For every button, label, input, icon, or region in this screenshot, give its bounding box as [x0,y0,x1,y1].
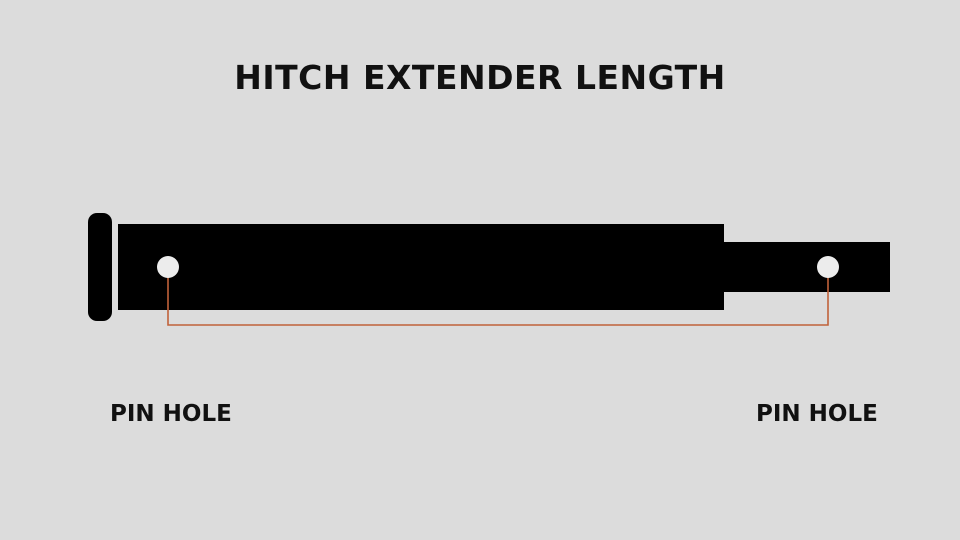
collar-plate [88,213,112,321]
left-pin-hole-icon [157,256,179,278]
left-pin-hole-label: PIN HOLE [110,401,232,427]
main-tube [118,224,724,310]
diagram-title: HITCH EXTENDER LENGTH [234,58,726,97]
measurement-line [167,267,829,326]
right-pin-hole-label: PIN HOLE [756,401,878,427]
shank-tube [724,242,890,292]
right-pin-hole-icon [817,256,839,278]
